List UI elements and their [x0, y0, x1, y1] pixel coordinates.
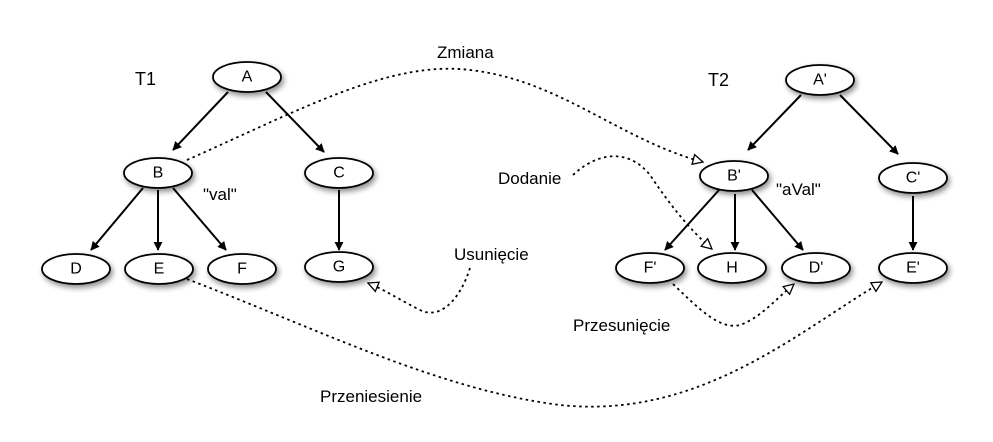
node-e-prime: E': [878, 252, 948, 284]
edge-b2-d2: [751, 189, 804, 251]
edge-a2-c2: [839, 94, 899, 155]
svg-text:E': E': [906, 260, 920, 277]
svg-text:A': A': [813, 72, 827, 89]
tree2-value-label: "aVal": [776, 180, 821, 199]
svg-text:F': F': [644, 260, 657, 277]
svg-text:H: H: [726, 260, 738, 277]
operation-arrows: [186, 67, 882, 408]
insert-arrow: [572, 155, 712, 249]
edge-a2-b2: [747, 94, 802, 151]
svg-text:D: D: [70, 261, 82, 278]
tree1-value-label: "val": [203, 185, 237, 204]
move-within-arrow: [672, 284, 794, 327]
svg-text:B': B': [727, 168, 741, 185]
node-a-prime: A': [785, 64, 855, 96]
svg-text:A: A: [242, 69, 253, 86]
node-a: A: [212, 61, 282, 93]
tree1-edges: [90, 91, 344, 251]
move-across-label: Przeniesienie: [320, 387, 422, 406]
svg-text:F: F: [237, 261, 247, 278]
change-label: Zmiana: [437, 43, 494, 62]
node-c: C: [304, 157, 374, 189]
edge-a-b: [172, 91, 229, 151]
svg-text:G: G: [333, 259, 345, 276]
node-f: F: [207, 253, 277, 285]
svg-text:B: B: [153, 165, 164, 182]
node-h: H: [697, 252, 767, 284]
move-across-arrow: [186, 278, 882, 408]
svg-text:E: E: [154, 261, 165, 278]
delete-label: Usunięcie: [454, 245, 529, 264]
insert-label: Dodanie: [498, 169, 561, 188]
tree2-nodes: A' B' C' F' H D' E': [615, 64, 948, 284]
edge-b-f: [172, 187, 227, 251]
move-within-label: Przesunięcie: [573, 316, 670, 335]
change-arrow: [186, 67, 703, 162]
node-d: D: [41, 253, 111, 285]
node-g: G: [304, 251, 374, 283]
tree2-title: T2: [708, 70, 729, 90]
tree1-title: T1: [135, 69, 156, 89]
labels: T1 T2 "val" "aVal" Zmiana Dodanie Usunię…: [135, 43, 821, 406]
node-d-prime: D': [781, 252, 851, 284]
svg-text:C': C': [906, 170, 921, 187]
tree1-nodes: A B C D E F G: [41, 61, 374, 285]
tree2-edges: [664, 94, 918, 251]
node-c-prime: C': [878, 162, 948, 194]
node-b-prime: B': [699, 160, 769, 192]
node-e: E: [124, 253, 194, 285]
node-f-prime: F': [615, 252, 685, 284]
svg-text:D': D': [809, 260, 824, 277]
edge-a-c: [265, 91, 325, 153]
delete-arrow: [368, 267, 471, 314]
svg-text:C: C: [333, 165, 345, 182]
edge-b-d: [90, 187, 144, 251]
node-b: B: [123, 157, 193, 189]
edge-b2-f2: [664, 189, 720, 251]
